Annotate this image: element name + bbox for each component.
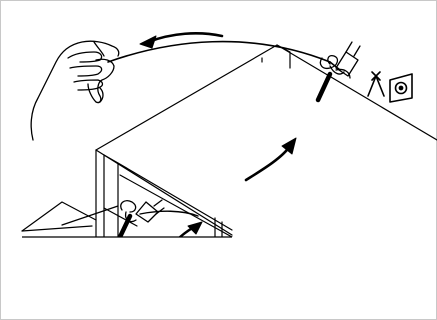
wall-outlet-icon	[389, 73, 413, 103]
scissors-icon	[367, 71, 385, 97]
appliance-box	[95, 44, 437, 237]
cable	[107, 40, 341, 71]
plug-icon	[335, 41, 361, 77]
rotation-arrow-icon	[244, 137, 297, 182]
string-tie-icon	[319, 54, 351, 79]
floor-lines	[21, 201, 119, 232]
lower-cable	[139, 210, 199, 217]
pull-arrow-icon	[139, 32, 224, 49]
hand-icon	[30, 40, 120, 141]
lower-cord-segment	[117, 213, 133, 237]
cord-segment	[315, 71, 333, 103]
lower-arrow-icon	[178, 221, 203, 237]
